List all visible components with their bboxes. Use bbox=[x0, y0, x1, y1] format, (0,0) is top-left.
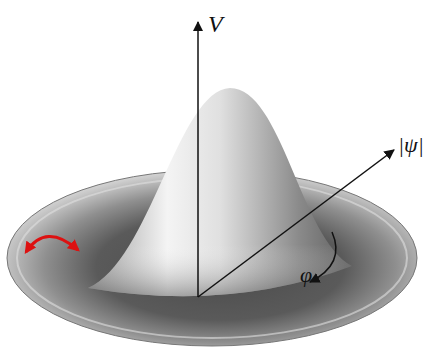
axis-label: φ bbox=[300, 264, 312, 286]
axis-label: |ψ| bbox=[398, 134, 424, 156]
axis-label: V bbox=[208, 12, 223, 36]
